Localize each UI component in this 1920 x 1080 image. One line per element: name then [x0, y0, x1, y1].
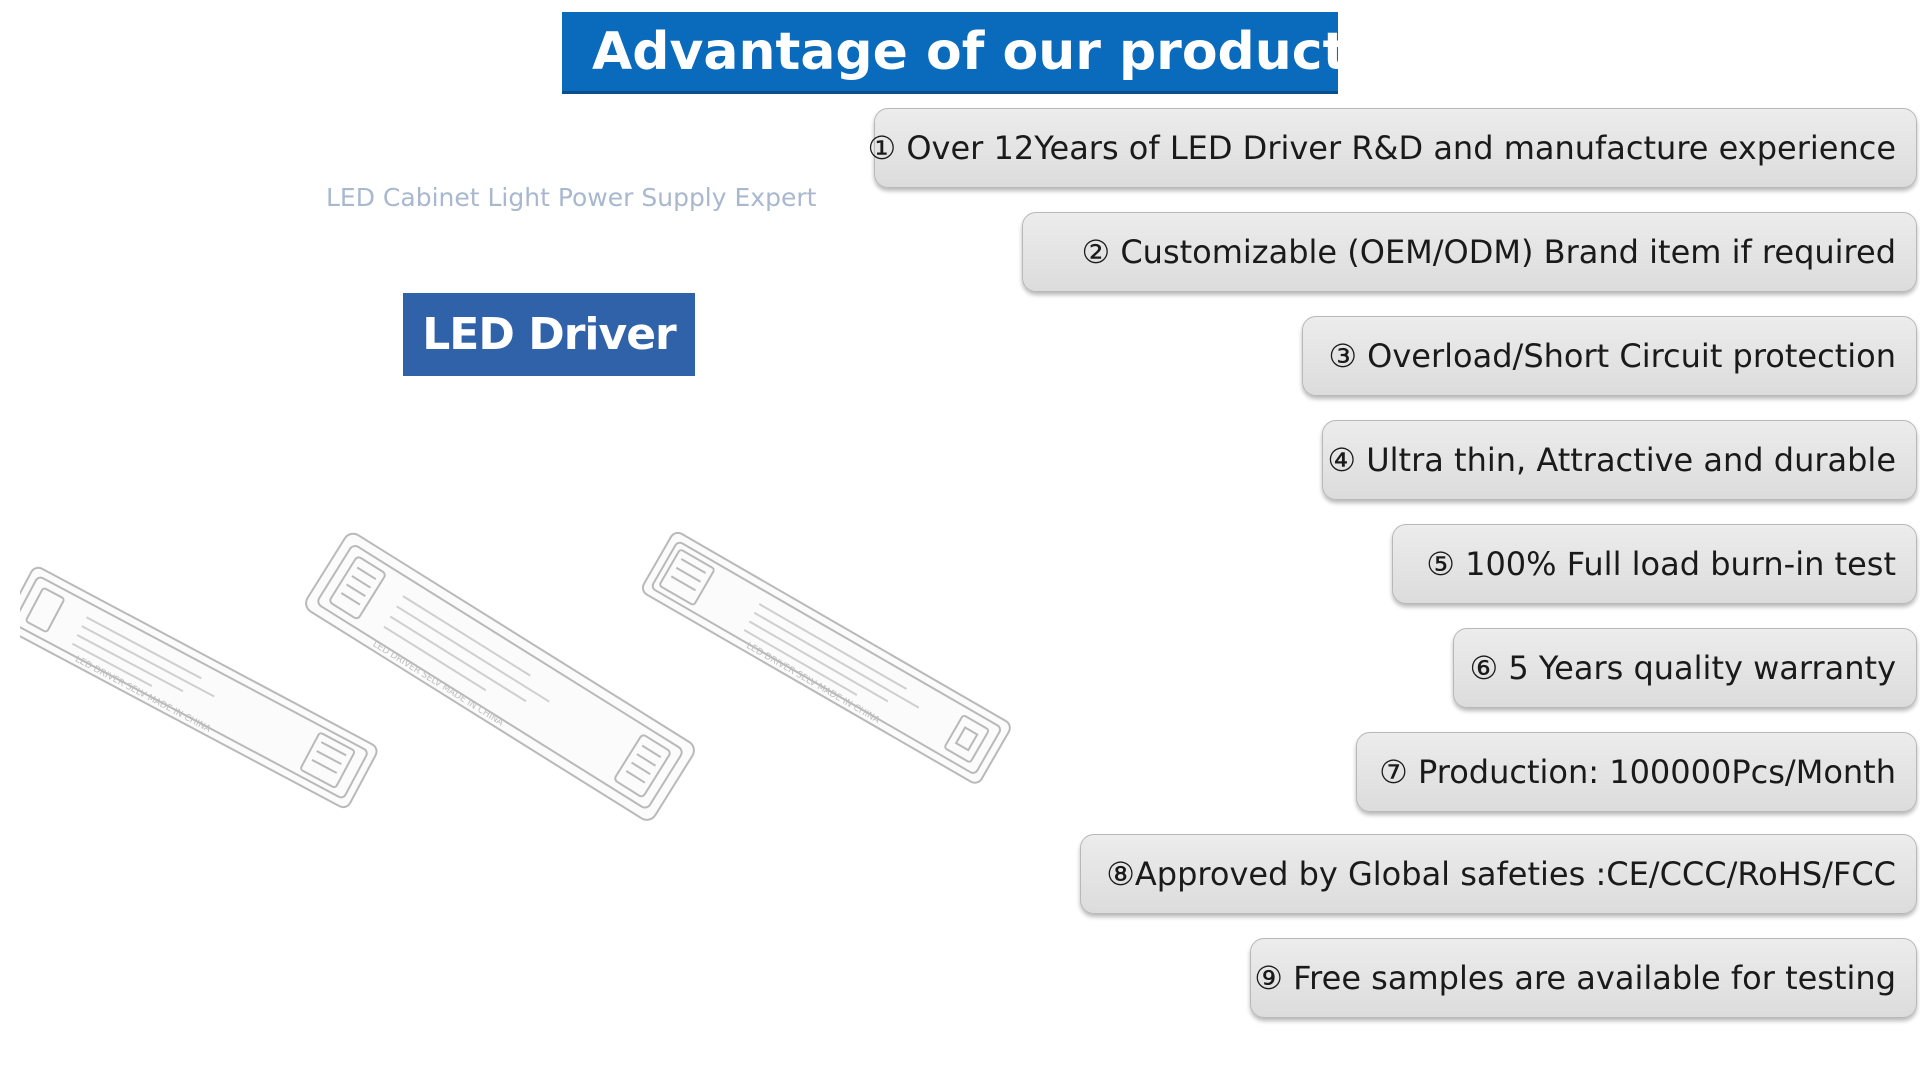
- advantage-item-5: ⑤ 100% Full load burn-in test: [1392, 524, 1917, 604]
- advantage-item-2: ② Customizable (OEM/ODM) Brand item if r…: [1022, 212, 1917, 292]
- advantage-item-6: ⑥ 5 Years quality warranty: [1453, 628, 1917, 708]
- page-title: Advantage of our products :: [592, 21, 1418, 82]
- advantage-text-5: ⑤ 100% Full load burn-in test: [1426, 545, 1896, 583]
- tagline: LED Cabinet Light Power Supply Expert: [326, 183, 817, 212]
- advantage-text-1: ① Over 12Years of LED Driver R&D and man…: [867, 129, 1896, 167]
- advantage-text-9: ⑨ Free samples are available for testing: [1254, 959, 1896, 997]
- advantage-item-4: ④ Ultra thin, Attractive and durable: [1322, 420, 1917, 500]
- advantage-text-7: ⑦ Production: 100000Pcs/Month: [1379, 753, 1896, 791]
- advantage-item-7: ⑦ Production: 100000Pcs/Month: [1356, 732, 1917, 812]
- advantage-item-9: ⑨ Free samples are available for testing: [1250, 938, 1917, 1018]
- product-label: LED Driver: [403, 293, 695, 376]
- advantage-item-1: ① Over 12Years of LED Driver R&D and man…: [867, 108, 1917, 188]
- advantage-text-4: ④ Ultra thin, Attractive and durable: [1327, 441, 1896, 479]
- product-label-text: LED Driver: [422, 309, 676, 360]
- advantage-item-3: ③ Overload/Short Circuit protection: [1302, 316, 1917, 396]
- title-banner: Advantage of our products :: [562, 12, 1417, 94]
- driver-device-right: LED DRIVER SELV MADE IN CHINA: [641, 531, 1011, 784]
- advantage-text-3: ③ Overload/Short Circuit protection: [1328, 337, 1896, 375]
- led-driver-illustration: LED DRIVER SELV MADE IN CHINA LE: [20, 531, 1011, 821]
- advantage-text-8: ⑧Approved by Global safeties :CE/CCC/RoH…: [1106, 855, 1896, 893]
- advantage-item-8: ⑧Approved by Global safeties :CE/CCC/RoH…: [1080, 834, 1917, 914]
- advantage-text-2: ② Customizable (OEM/ODM) Brand item if r…: [1081, 233, 1896, 271]
- advantage-text-6: ⑥ 5 Years quality warranty: [1469, 649, 1896, 687]
